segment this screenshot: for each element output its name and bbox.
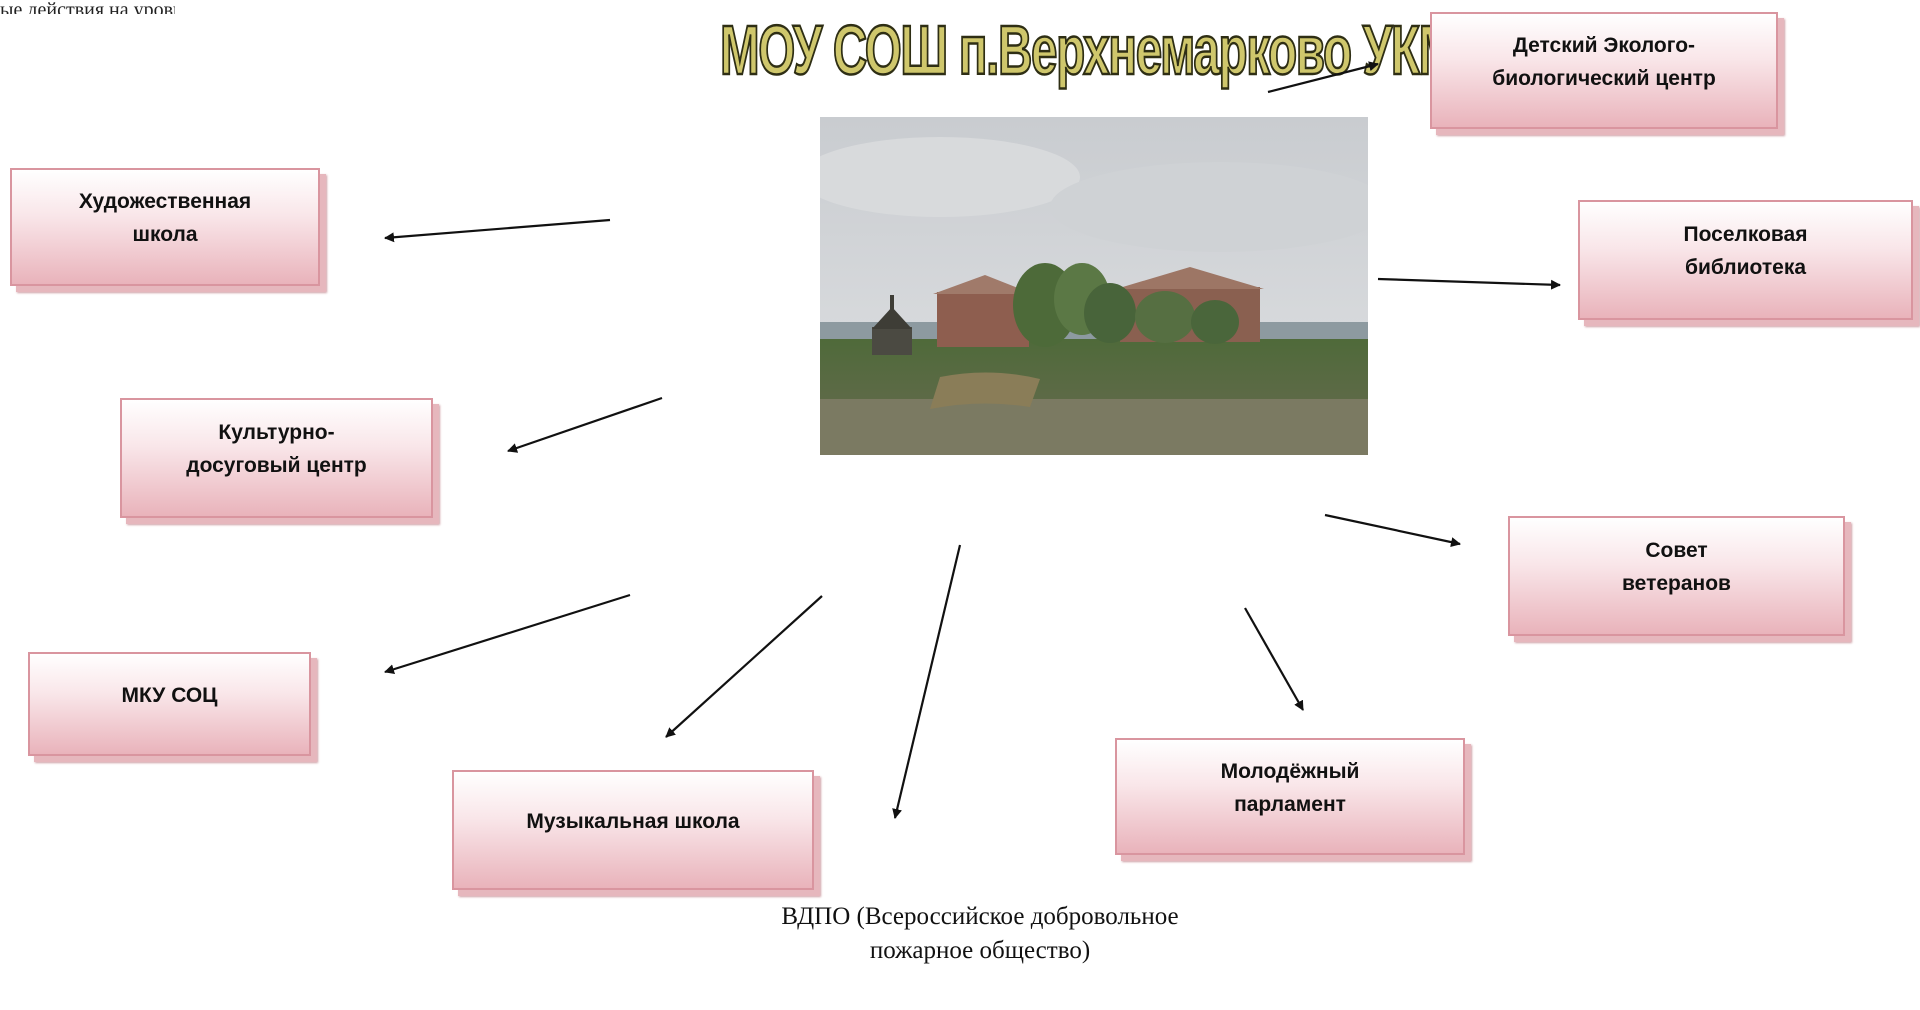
node-youth-parliament-label: Молодёжный парламент [1220, 759, 1360, 816]
node-library-label: Поселковая библиотека [1683, 223, 1808, 279]
node-library: Поселковая библиотека [1578, 200, 1913, 320]
arrow-to-veterans [1324, 513, 1461, 547]
node-mku-soc-label: МКУ СОЦ [121, 683, 218, 707]
node-music-school: Музыкальная школа [452, 770, 814, 890]
arrow-to-library [1377, 277, 1561, 290]
node-culture-center-label: Культурно-досуговый центр [186, 421, 367, 477]
node-vdpo-label: ВДПО (Всероссийское добровольное пожарно… [781, 903, 1179, 964]
arrow-to-mku-soc [384, 593, 631, 675]
node-art-school-label: Художественная школа [78, 190, 252, 246]
node-veterans-label: Совет ветеранов [1622, 539, 1731, 595]
node-veterans: Совет ветеранов [1508, 516, 1845, 636]
arrow-to-youth-parliament [1244, 607, 1304, 711]
arrow-to-vdpo [892, 544, 962, 819]
node-culture-center: Культурно-досуговый центр [120, 398, 433, 518]
arrow-to-eco-center [1267, 61, 1379, 94]
arrow-to-art-school [384, 218, 611, 243]
arrow-to-music-school [665, 595, 823, 738]
node-mku-soc: МКУ СОЦ [28, 652, 311, 756]
node-art-school: Художественная школа [10, 168, 320, 286]
school-photo [820, 117, 1368, 455]
top-text-fragment: ые действия на уровне образования [0, 0, 175, 14]
arrow-to-culture-center [507, 396, 663, 453]
node-music-school-label: Музыкальная школа [526, 809, 740, 833]
node-eco-center-label: Детский Эколого-биологический центр [1492, 33, 1716, 90]
node-youth-parliament: Молодёжный парламент [1115, 738, 1465, 855]
node-eco-center: Детский Эколого-биологический центр [1430, 12, 1778, 129]
